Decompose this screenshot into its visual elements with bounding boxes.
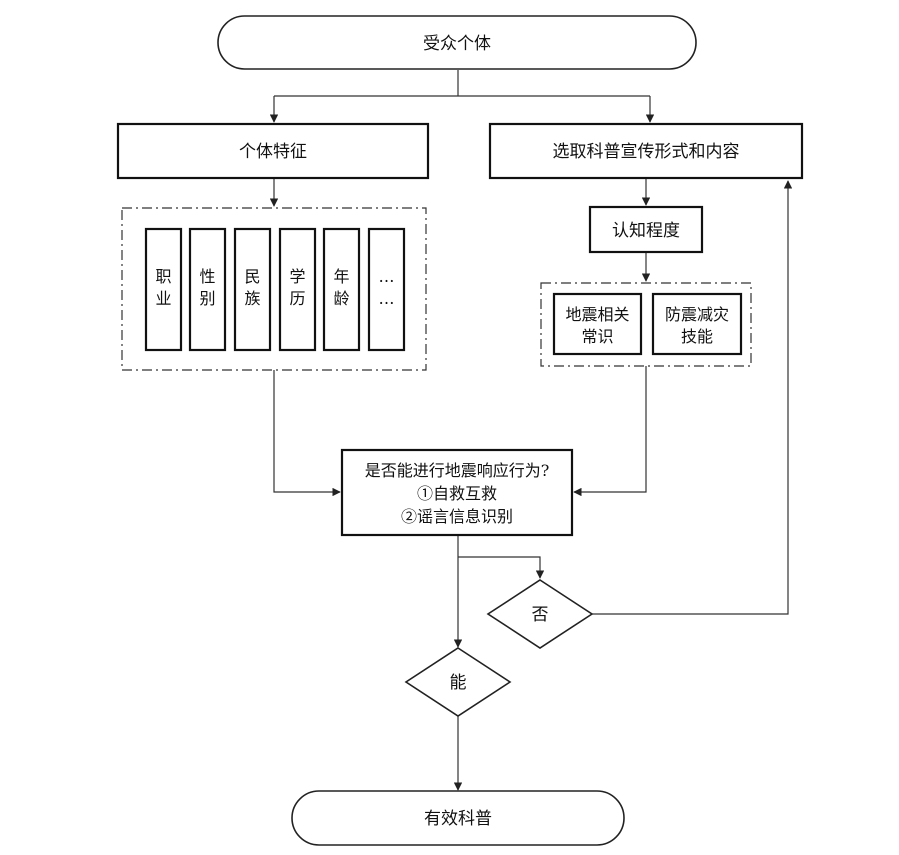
trait-group-frame — [121, 207, 427, 371]
arrow-traits-to-decision — [273, 370, 341, 497]
node-no-label: 否 — [532, 605, 549, 625]
trait-items: 职 业 性 别 民 族 学 历 年 龄 … … — [144, 227, 406, 352]
trait-item-ethnicity: 民 族 — [233, 227, 272, 352]
node-yes: 能 — [404, 647, 512, 717]
node-decision: 是否能进行地震响应行为? ①自救互救 ②谣言信息识别 — [340, 448, 574, 537]
trait-item-more: … … — [367, 227, 406, 352]
trait-item-age: 年 龄 — [322, 227, 361, 352]
arrow-decision-to-no — [458, 556, 545, 579]
node-yes-label: 能 — [450, 673, 467, 693]
svg-text:技能: 技能 — [681, 327, 713, 346]
svg-text:历: 历 — [289, 289, 305, 308]
node-traits: 个体特征 — [116, 122, 430, 180]
svg-text:民: 民 — [244, 267, 260, 286]
svg-text:…: … — [379, 289, 395, 308]
node-traits-label: 个体特征 — [239, 142, 307, 162]
node-no: 否 — [486, 579, 594, 649]
connectors — [269, 70, 793, 791]
svg-text:地震相关: 地震相关 — [565, 305, 629, 324]
svg-text:别: 别 — [199, 289, 215, 308]
svg-text:防震减灾: 防震减灾 — [665, 305, 729, 324]
knowledge-group-frame — [540, 282, 752, 367]
arrow-knowledge-to-decision — [573, 366, 647, 497]
svg-text:业: 业 — [155, 289, 171, 308]
svg-text:常识: 常识 — [581, 327, 613, 346]
node-select-content-label: 选取科普宣传形式和内容 — [553, 142, 740, 162]
trait-item-gender: 性 别 — [188, 227, 227, 352]
node-audience-label: 受众个体 — [423, 34, 491, 54]
svg-text:性: 性 — [199, 267, 215, 286]
svg-text:是否能进行地震响应行为?: 是否能进行地震响应行为? — [365, 461, 550, 480]
svg-text:学: 学 — [289, 267, 305, 286]
node-result-label: 有效科普 — [424, 809, 492, 829]
node-audience: 受众个体 — [217, 15, 697, 70]
svg-text:职: 职 — [155, 267, 171, 286]
trait-item-education: 学 历 — [278, 227, 317, 352]
node-cognition: 认知程度 — [588, 205, 704, 254]
node-skills: 防震减灾 技能 — [651, 292, 743, 356]
node-cognition-label: 认知程度 — [612, 221, 680, 241]
node-result: 有效科普 — [291, 790, 625, 846]
split-line — [274, 70, 650, 97]
trait-item-occupation: 职 业 — [144, 227, 183, 352]
arrow-no-feedback — [592, 180, 793, 615]
node-knowledge: 地震相关 常识 — [552, 292, 643, 356]
svg-text:年: 年 — [333, 267, 349, 286]
svg-text:①自救互救: ①自救互救 — [417, 484, 497, 503]
svg-text:…: … — [379, 267, 395, 286]
node-select-content: 选取科普宣传形式和内容 — [488, 122, 804, 180]
svg-text:龄: 龄 — [333, 289, 349, 308]
svg-text:②谣言信息识别: ②谣言信息识别 — [401, 507, 513, 526]
svg-text:族: 族 — [244, 289, 260, 308]
